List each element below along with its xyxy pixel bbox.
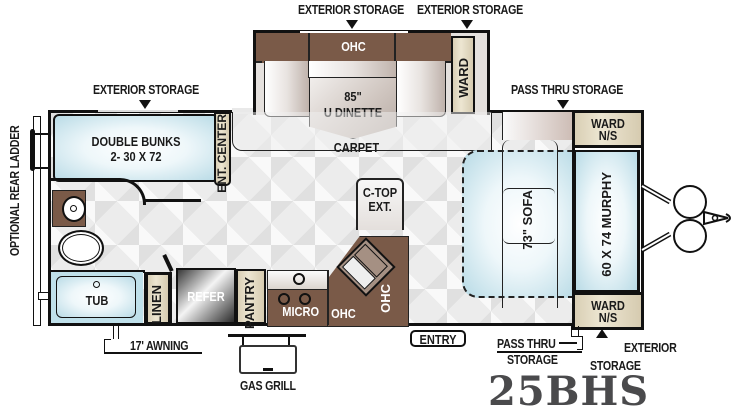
refer-label: REFER bbox=[187, 289, 225, 304]
bathroom-wall-left bbox=[50, 178, 95, 181]
cabinet-divider bbox=[394, 33, 396, 61]
bathroom-wall bbox=[143, 199, 201, 202]
exterior-storage-label-bottom: EXTERIOR bbox=[624, 340, 677, 355]
entertainment-center: ENT. CENTER bbox=[214, 112, 231, 193]
sofa-cushion bbox=[503, 188, 555, 244]
ward-ns-top-label: WARD bbox=[591, 116, 625, 131]
pantry-label: PANTRY bbox=[242, 277, 257, 329]
pass-thru-line bbox=[559, 342, 577, 344]
arrow-down-icon bbox=[346, 20, 358, 29]
exterior-storage-label-slide-left: EXTERIOR STORAGE bbox=[298, 2, 405, 17]
sofa-label: 73" SOFA bbox=[520, 190, 535, 250]
burner-icon bbox=[293, 273, 305, 285]
burner-icon bbox=[299, 293, 311, 305]
tub-label: TUB bbox=[85, 293, 109, 308]
dinette-bench-left bbox=[264, 61, 310, 117]
carpet-label: CARPET bbox=[333, 140, 380, 155]
entry-door[interactable]: ENTRY bbox=[410, 330, 466, 347]
toilet-icon bbox=[58, 230, 104, 266]
front-slide-top-cabinet bbox=[502, 112, 573, 140]
burner-icon bbox=[278, 293, 290, 305]
model-number: 25BHS bbox=[488, 368, 650, 415]
optional-rear-ladder-label: OPTIONAL REAR LADDER bbox=[7, 125, 22, 256]
bunks-label: DOUBLE BUNKS bbox=[91, 134, 181, 149]
bunk-window bbox=[98, 110, 178, 112]
kitchen-counter: MICRO OHC OHC bbox=[267, 236, 409, 327]
ent-center-label: ENT. CENTER bbox=[215, 114, 229, 193]
kitchen-divider bbox=[327, 270, 329, 325]
ward-slide: WARD bbox=[451, 36, 475, 114]
exterior-storage-sublabel-bottom: STORAGE bbox=[590, 358, 641, 373]
rear-ladder bbox=[33, 116, 41, 326]
pass-thru-bracket bbox=[571, 326, 579, 337]
grill-post bbox=[242, 337, 244, 345]
bunks-size-label: 2- 30 X 72 bbox=[110, 149, 162, 164]
ladder-rung bbox=[35, 133, 49, 135]
tub-drain-icon bbox=[93, 281, 100, 288]
linen-closet: LINEN bbox=[144, 272, 172, 324]
arrow-down-icon bbox=[461, 20, 473, 29]
ohc-cabinet-slide: OHC bbox=[256, 33, 451, 63]
murphy-bed: 60 X 74 MURPHY bbox=[574, 150, 640, 292]
ward-ns-top: WARD N/S bbox=[575, 113, 641, 148]
pass-thru-storage-label-top: PASS THRU STORAGE bbox=[511, 82, 624, 97]
tub: TUB bbox=[51, 272, 143, 323]
entry-label: ENTRY bbox=[419, 332, 457, 347]
carpet-area bbox=[232, 112, 492, 151]
dinette-bench-right bbox=[396, 61, 446, 117]
arrow-down-icon bbox=[139, 100, 151, 109]
pass-thru-storage-sublabel-bottom: STORAGE bbox=[507, 352, 558, 367]
awning-label: 17' AWNING bbox=[130, 338, 189, 353]
cabinet-divider bbox=[308, 33, 310, 61]
grill-handle bbox=[263, 368, 273, 371]
micro-label: MICRO bbox=[282, 304, 320, 319]
ward-ns-top-sub-label: N/S bbox=[598, 128, 618, 143]
awning-line bbox=[104, 352, 202, 354]
arrow-up-icon bbox=[596, 329, 608, 338]
hitch-icon bbox=[640, 183, 731, 253]
awning-icon bbox=[104, 339, 111, 353]
pass-thru-bracket-ext bbox=[577, 336, 583, 350]
grill-post bbox=[288, 337, 290, 345]
ward-slide-label: WARD bbox=[456, 58, 471, 98]
ward-ns-bottom-sub-label: N/S bbox=[598, 310, 618, 325]
bathroom-sink-cabinet bbox=[52, 190, 86, 227]
awning-post bbox=[113, 326, 119, 339]
ctop-label: C-TOP bbox=[362, 185, 398, 200]
double-bunks: DOUBLE BUNKS 2- 30 X 72 bbox=[53, 114, 219, 182]
rear-ladder-handle bbox=[30, 129, 35, 171]
grill-bar bbox=[228, 334, 306, 337]
dinette-slide-out: OHC 85" U DINETTE WARD bbox=[253, 30, 490, 139]
ladder-rung bbox=[35, 167, 49, 169]
pass-thru-underline bbox=[497, 351, 582, 353]
sofa-bed-area bbox=[462, 150, 578, 298]
ohc-slide-label: OHC bbox=[341, 39, 366, 54]
sink-drain bbox=[70, 205, 77, 212]
ward-ns-bottom-label: WARD bbox=[591, 298, 625, 313]
slide-top-strip bbox=[300, 31, 408, 33]
bath-lower-wall bbox=[50, 270, 145, 273]
gas-grill-icon bbox=[239, 345, 297, 374]
exterior-storage-label-bunk: EXTERIOR STORAGE bbox=[93, 82, 200, 97]
refrigerator: REFER bbox=[176, 268, 236, 324]
exterior-storage-label-slide-right: EXTERIOR STORAGE bbox=[417, 2, 524, 17]
pantry: PANTRY bbox=[236, 269, 266, 329]
murphy-divider bbox=[572, 148, 575, 294]
dinette-size-label: 85" bbox=[344, 89, 362, 104]
pass-thru-storage-label-bottom: PASS THRU bbox=[497, 336, 556, 351]
kitchen-ohc-label: OHC bbox=[331, 306, 356, 321]
linen-label: LINEN bbox=[149, 285, 164, 324]
ctop-ext-label: EXT. bbox=[368, 199, 392, 214]
ward-ns-bottom: WARD N/S bbox=[575, 292, 641, 327]
dinette-bench-back bbox=[308, 61, 398, 78]
gas-grill-label: GAS GRILL bbox=[240, 378, 296, 393]
sofa: 73" SOFA bbox=[502, 140, 558, 308]
arrow-down-icon bbox=[557, 100, 569, 109]
countertop-extension: C-TOP EXT. bbox=[356, 178, 404, 230]
kitchen-ohc-vertical-label: OHC bbox=[378, 284, 393, 313]
